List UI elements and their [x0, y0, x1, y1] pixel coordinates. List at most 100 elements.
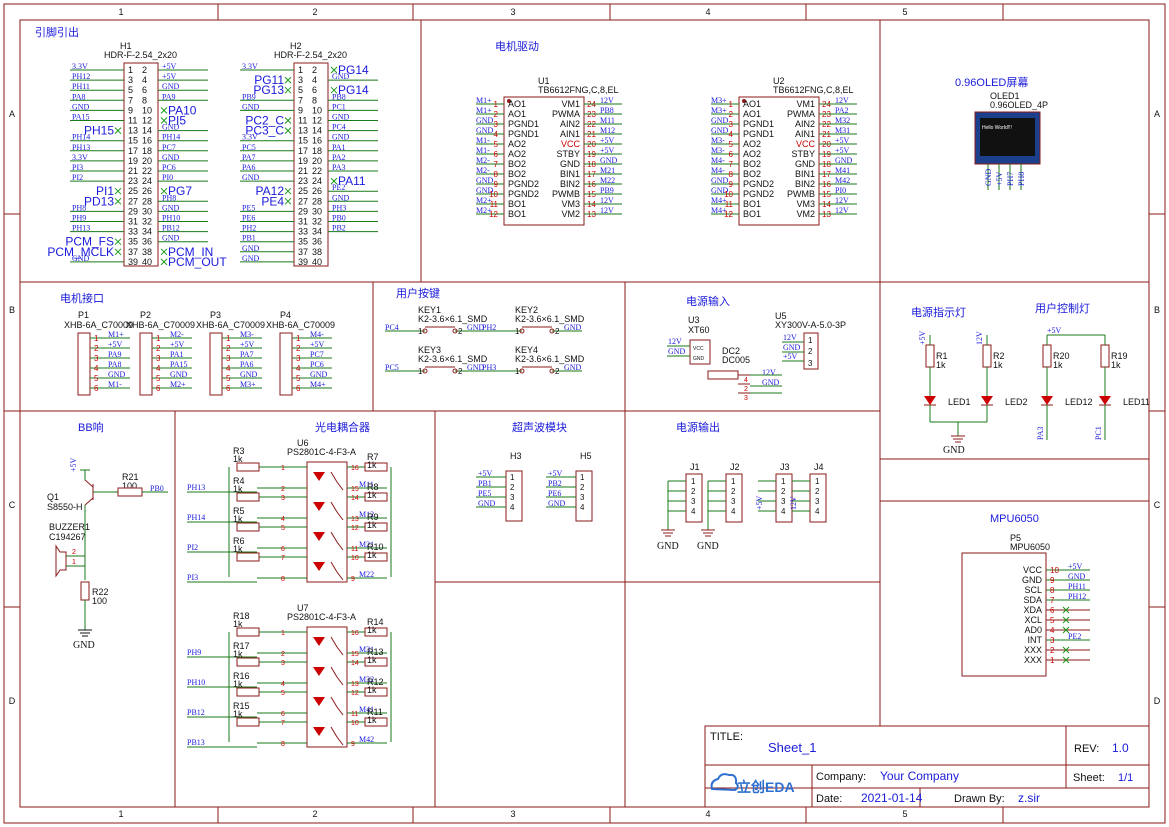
header-h2: H2HDR-F-2.54_2x2013.3V3PG115PG137PB99GND… [240, 41, 378, 267]
pin-number: 2 [142, 65, 147, 75]
ruler-col-label: 1 [118, 7, 123, 17]
pin-number: 1 [510, 473, 515, 482]
pin-number: 6 [281, 711, 285, 718]
pin-number: 23 [128, 176, 138, 186]
connector-body [775, 473, 793, 523]
net-label: PA3 [332, 163, 346, 172]
pin-number: 2 [815, 487, 820, 496]
rev-label: REV: [1074, 743, 1099, 755]
pin-name: VCC [1023, 565, 1043, 575]
pin-number: 28 [312, 196, 322, 206]
resistor-ref: R11 [367, 707, 383, 717]
pin-number: 11 [351, 711, 358, 718]
pin-number: 13 [351, 681, 359, 688]
pin-number: 12 [312, 116, 322, 126]
pin-number: 2 [94, 344, 99, 353]
pin-number: 10 [489, 190, 498, 199]
net-label: GND [72, 102, 90, 111]
pin-number: 5 [94, 374, 99, 383]
net-label: PH12 [1068, 592, 1086, 601]
pin-number: 40 [142, 257, 152, 267]
net-label: 12V [600, 96, 614, 105]
buzzer-pb0-net: PB0 [150, 484, 164, 493]
net-label: PA15 [72, 113, 90, 122]
net-label: PG7 [168, 184, 192, 198]
resistor [236, 717, 260, 727]
net-label: M1- [108, 380, 122, 389]
u5-gnd-net: GND [783, 343, 801, 352]
pin-name: VCC [796, 139, 816, 149]
pin-number: 13 [128, 126, 138, 136]
net-label: M4+ [711, 206, 727, 215]
pin-name: BO2 [508, 159, 526, 169]
pin-number: 16 [351, 630, 359, 637]
net-label: PI2 [72, 173, 83, 182]
pin-number: 6 [142, 85, 147, 95]
pin-number: 22 [312, 166, 322, 176]
pin-number: 9 [729, 180, 734, 189]
resistor-ref: R9 [367, 512, 379, 522]
pin-number: 4 [281, 516, 285, 523]
resistor [236, 522, 260, 532]
pin-number: 11 [725, 200, 734, 209]
connector-ref: J1 [690, 462, 700, 472]
title-power-output: 电源输出 [676, 420, 720, 434]
svg-text:GND: GND [693, 356, 705, 362]
net-label: PE5 [242, 203, 255, 212]
net-label: PB2 [548, 479, 562, 488]
header-ref: H2 [290, 41, 302, 51]
pin-number: 30 [312, 206, 322, 216]
net-label: PG11 [254, 73, 284, 87]
net-label: PH8 [72, 203, 86, 212]
pin-number: 4 [142, 75, 147, 85]
resistor-value: 1k [936, 360, 946, 370]
svg-text:VCC: VCC [693, 346, 704, 352]
outer-frame [3, 3, 1166, 824]
led-icon [981, 396, 993, 405]
net-label: PC6 [310, 360, 324, 369]
net-label: M4+ [310, 380, 326, 389]
pin-number: 35 [128, 237, 138, 247]
pin-number: 6 [494, 150, 499, 159]
u3-12v-net: 12V [668, 337, 682, 346]
opto-led-icon [313, 532, 325, 541]
net-label: GND [162, 82, 180, 91]
u5-ref: U5 [775, 311, 787, 321]
net-label: GND [72, 254, 90, 263]
pin-number: 7 [281, 555, 285, 562]
connector-body [725, 473, 743, 523]
pin-number: 36 [312, 237, 322, 247]
net-label: +5V [918, 330, 927, 345]
pin-number: 1 [815, 477, 820, 486]
oled-screen [980, 118, 1035, 156]
pin-name: SCL [1024, 585, 1042, 595]
pin-number: 38 [312, 247, 322, 257]
ic-ref: U1 [538, 76, 550, 86]
pin-name: VM2 [796, 209, 815, 219]
net-label: M1+ [476, 96, 492, 105]
pin-number: 4 [729, 130, 734, 139]
net-label: +5V [310, 340, 325, 349]
resistor-ref: R3 [233, 446, 245, 456]
net-label: PH14 [162, 133, 180, 142]
net-label: PA8 [72, 92, 86, 101]
opto-led-icon [313, 562, 325, 571]
net-label: PH9 [187, 648, 201, 657]
resistor-ref: R1 [936, 351, 948, 361]
resistor [364, 462, 388, 472]
net-label: M42 [359, 735, 374, 744]
mpu-part: MPU6050 [1010, 542, 1050, 552]
net-label: +5V [600, 136, 615, 145]
net-label: PB8 [332, 92, 346, 101]
ruler-row-label: B [1154, 305, 1160, 315]
svg-text:1: 1 [808, 336, 813, 345]
opto-led-icon [313, 727, 325, 736]
ruler-row-label: A [9, 109, 15, 119]
